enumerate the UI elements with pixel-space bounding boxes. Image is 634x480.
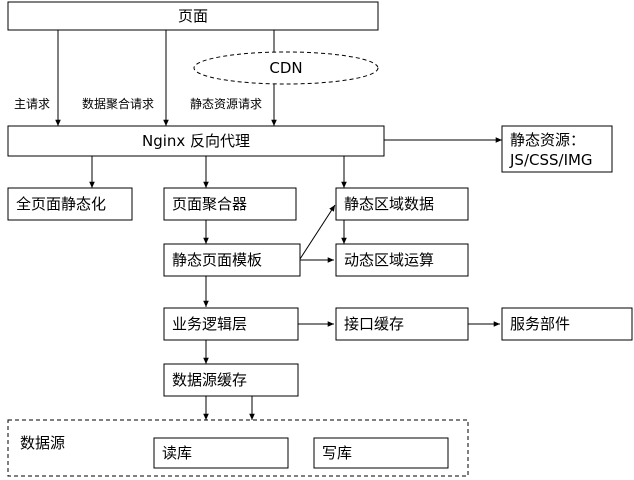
node-datasource-label: 数据源: [20, 434, 65, 452]
node-datasource-cache-label: 数据源缓存: [172, 371, 247, 389]
node-cdn-label: CDN: [269, 59, 302, 77]
node-dynamic-region-compute: 动态区域运算: [335, 243, 469, 277]
node-static-resources-line2: JS/CSS/IMG: [509, 151, 593, 169]
node-static-region-data: 静态区域数据: [335, 187, 469, 221]
node-page-label: 页面: [178, 7, 208, 25]
node-write-db-label: 写库: [322, 444, 352, 462]
node-datasource-cache: 数据源缓存: [163, 363, 299, 397]
node-business-logic-layer: 业务逻辑层: [163, 307, 299, 341]
node-service-component: 服务部件: [501, 307, 633, 341]
node-static-region-data-label: 静态区域数据: [344, 195, 434, 213]
node-static-page-template: 静态页面模板: [163, 243, 301, 277]
node-read-db-label: 读库: [162, 444, 192, 462]
node-business-logic-layer-label: 业务逻辑层: [172, 315, 247, 333]
edge-label-static-resource-request: 静态资源请求: [190, 97, 262, 111]
node-page-aggregator-label: 页面聚合器: [172, 195, 247, 213]
edge-template-to-static-data: [299, 204, 336, 260]
node-dynamic-region-compute-label: 动态区域运算: [344, 251, 434, 269]
node-static-resources-line1: 静态资源：: [510, 131, 585, 149]
node-interface-cache: 接口缓存: [335, 307, 469, 341]
node-interface-cache-label: 接口缓存: [344, 315, 404, 333]
node-read-db: 读库: [153, 437, 289, 469]
node-full-page-static-label: 全页面静态化: [16, 195, 106, 213]
node-nginx-label: Nginx 反向代理: [142, 132, 250, 150]
node-static-resources: 静态资源： JS/CSS/IMG: [501, 125, 613, 173]
edge-label-data-aggregation-request: 数据聚合请求: [82, 96, 154, 111]
node-full-page-static: 全页面静态化: [7, 187, 133, 221]
node-cdn: CDN: [193, 51, 379, 85]
node-page: 页面: [7, 1, 379, 31]
node-page-aggregator: 页面聚合器: [163, 187, 297, 221]
edge-label-main-request: 主请求: [14, 97, 50, 111]
node-write-db: 写库: [313, 437, 449, 469]
node-static-page-template-label: 静态页面模板: [172, 251, 262, 269]
node-nginx: Nginx 反向代理: [7, 125, 385, 157]
edges: [55, 30, 502, 420]
node-service-component-label: 服务部件: [510, 315, 570, 333]
